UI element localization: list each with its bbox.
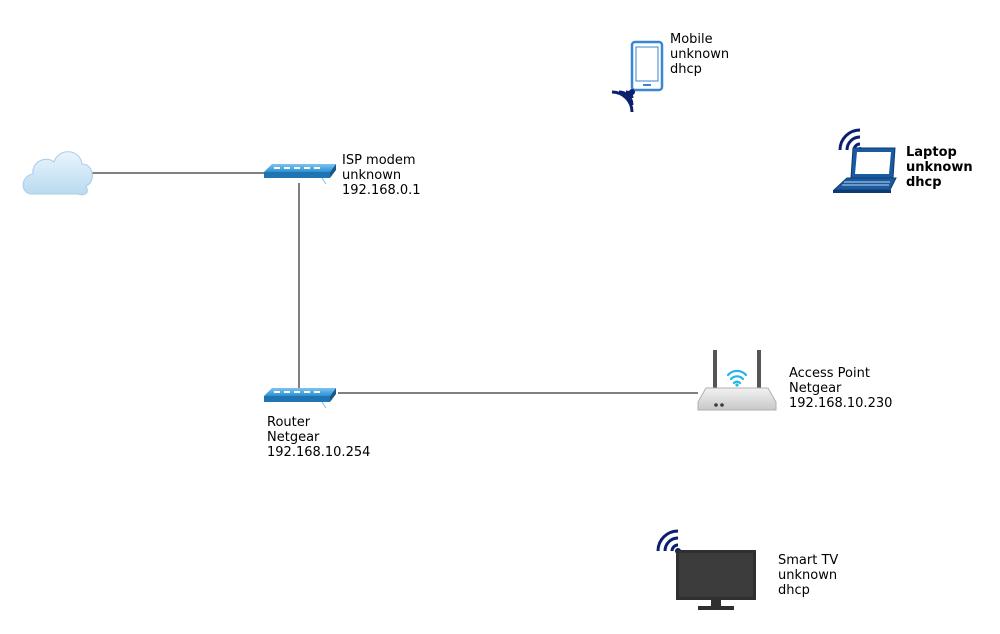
access-point-vendor: Netgear [789,381,842,396]
smart-tv-vendor: unknown [778,568,838,583]
router-vendor: Netgear [267,430,320,445]
cloud-icon [22,151,93,196]
router-name: Router [267,415,311,430]
laptop-vendor: unknown [906,160,973,175]
smart-tv-ip: dhcp [778,583,810,598]
network-switch-icon[interactable] [264,388,336,409]
mobile-ip: dhcp [670,62,702,77]
smart-tv-name: Smart TV [778,553,839,568]
network-switch-icon[interactable] [264,164,336,185]
laptop-label: Laptop unknown dhcp [906,145,973,190]
access-point-ip: 192.168.10.230 [789,396,893,411]
connections [92,172,698,394]
mobile-label: Mobile unknown dhcp [670,32,729,77]
isp-modem-label: ISP modem unknown 192.168.0.1 [342,153,421,198]
router-label: Router Netgear 192.168.10.254 [267,415,370,460]
isp-modem-ip: 192.168.0.1 [342,183,421,198]
wifi-signal-icon [611,90,634,113]
television-icon[interactable] [656,529,756,610]
access-point-label: Access Point Netgear 192.168.10.230 [789,366,892,411]
smart-tv-label: Smart TV unknown dhcp [778,553,838,598]
wifi-signal-icon [656,529,679,552]
isp-modem-vendor: unknown [342,168,402,183]
router-ip: 192.168.10.254 [267,445,371,460]
laptop-icon[interactable] [832,128,897,193]
wifi-signal-icon [838,128,861,151]
wireless-router-icon[interactable] [697,350,777,411]
access-point-name: Access Point [789,366,870,381]
mobile-vendor: unknown [670,47,730,62]
laptop-name: Laptop [906,145,957,160]
isp-modem-name: ISP modem [342,153,416,168]
smartphone-icon[interactable] [611,40,664,113]
laptop-ip: dhcp [906,175,942,190]
mobile-name: Mobile [670,32,713,47]
wifi-signal-icon [726,369,748,385]
